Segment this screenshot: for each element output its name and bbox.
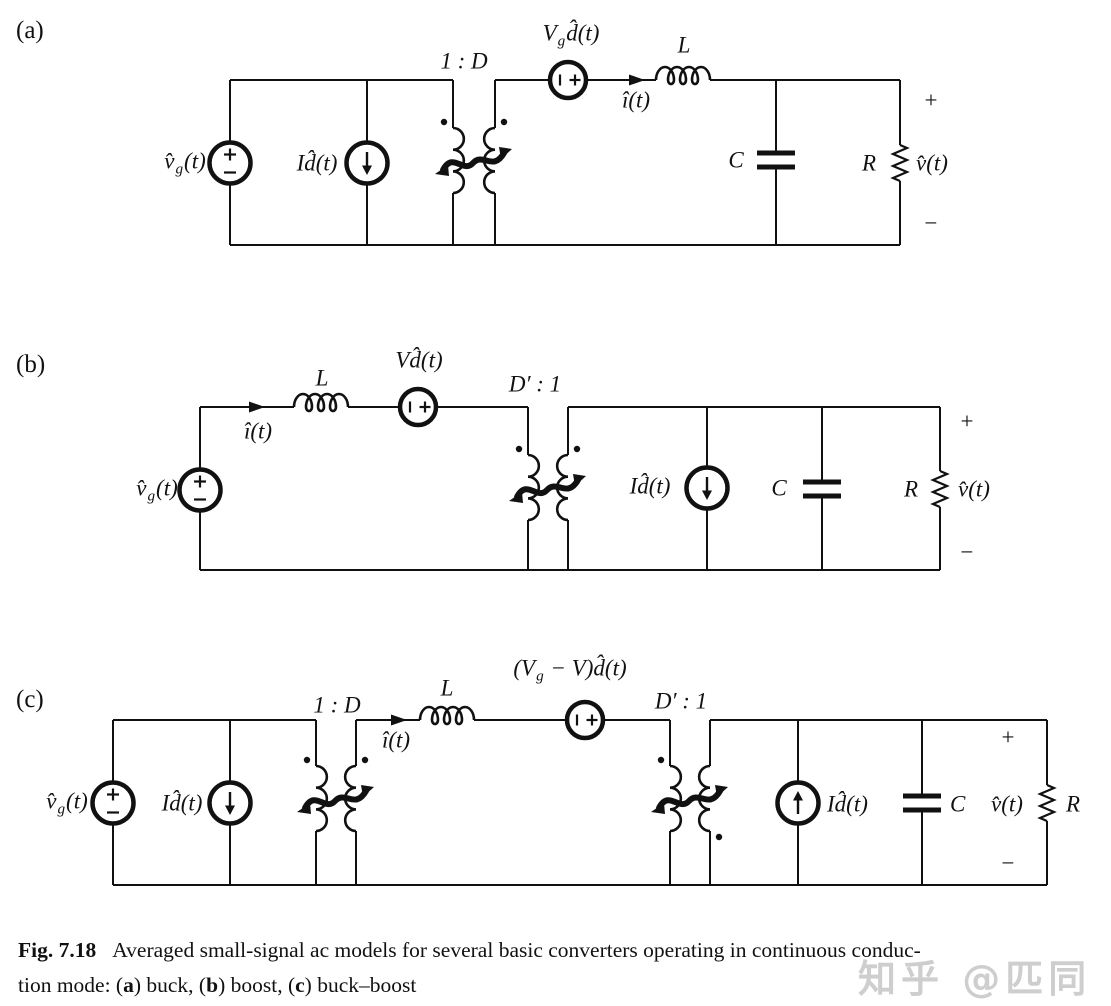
current-arrow-icon [249,401,265,413]
ideal-transformer-wave-icon [297,785,374,814]
circuit-c-wires [112,719,1048,886]
dep-voltage-source-label: Vd̂(t) [395,347,443,373]
winding-polarity-dot [515,445,523,453]
turns-ratio-label: D′ : 1 [508,371,562,397]
caption-bold-b: b [206,973,219,997]
output-plus-sign: + [960,408,974,434]
output-plus-sign: + [924,87,938,113]
current-source-right-label: Id̂(t) [827,791,868,817]
capacitor-label: C [728,147,744,173]
ideal-transformer-wave-icon [435,147,512,176]
winding-polarity-dot [657,756,665,764]
vg-source-label: v̂g(t) [46,788,88,818]
inductor-label: L [315,365,329,391]
dependent-current-source [687,468,728,509]
winding-polarity-dot [715,833,723,841]
output-voltage-label: v̂(t) [958,476,990,502]
dep-voltage-source-label: Vgd̂(t) [542,20,600,50]
resistor-label: R [861,150,877,176]
dep-voltage-source-label: (Vg − V)d̂(t) [513,655,627,685]
inductor-current-label: î(t) [381,727,411,753]
caption-line2-part: tion mode: ( [18,973,124,997]
dependent-current-source [347,143,388,184]
winding-polarity-dot [361,756,369,764]
inductor-current-label: î(t) [243,418,273,444]
output-minus-sign: − [960,539,974,565]
caption-bold-c: c [295,973,305,997]
inductor-symbol [418,705,476,726]
resistor-symbol [1038,783,1056,823]
turns-ratio-label: 1 : D [440,48,488,74]
current-source-label: Id̂(t) [629,473,671,499]
caption-line2-part: ) boost, ( [218,973,296,997]
winding-polarity-dot [573,445,581,453]
circuit-b-graphics [180,389,949,571]
output-voltage-label: v̂(t) [991,791,1023,817]
capacitor-symbol [803,482,841,496]
turns-ratio-1-label: 1 : D [313,692,361,718]
output-minus-sign: − [924,210,938,236]
independent-voltage-source [180,470,221,511]
circuit-a-graphics [210,62,909,246]
vg-source-label: v̂g(t) [164,148,206,178]
current-arrow-icon [629,74,645,86]
circuit-c-graphics [93,702,1056,886]
panel-tag-c: (c) [16,686,44,713]
output-minus-sign: − [1001,850,1015,876]
circuit-b-wires [199,406,941,571]
caption-bold-a: a [123,973,134,997]
dependent-voltage-source [550,62,586,98]
output-voltage-label: v̂(t) [916,150,948,176]
dependent-voltage-source [567,702,603,738]
capacitor-symbol [903,796,941,810]
inductor-label: L [440,675,454,701]
caption-line2-part: ) buck–boost [304,973,417,997]
turns-ratio-2-label: D′ : 1 [654,688,708,714]
capacitor-label: C [950,791,966,817]
inductor-current-label: î(t) [621,87,651,113]
figure-caption: Fig. 7.18 Averaged small-signal ac models… [18,933,1098,1003]
dependent-current-source-up [778,783,819,824]
panel-tag-a: (a) [16,17,44,44]
current-source-left-label: Id̂(t) [161,790,203,816]
output-plus-sign: + [1001,724,1015,750]
figure-number: Fig. 7.18 [18,938,97,962]
dependent-voltage-source [400,389,436,425]
dependent-current-source [210,783,251,824]
caption-line1: Averaged small-signal ac models for seve… [112,938,921,962]
circuit-a-wires [229,79,901,246]
resistor-symbol [891,143,909,183]
winding-polarity-dot [303,756,311,764]
resistor-label: R [1066,791,1081,817]
panel-tag-b: (b) [16,351,46,378]
inductor-symbol [654,65,712,86]
capacitor-symbol [757,153,795,167]
resistor-symbol [931,469,949,509]
current-arrow-icon [391,714,407,726]
inductor-symbol [292,392,350,413]
capacitor-label: C [771,475,787,501]
vg-source-label: v̂g(t) [136,475,178,505]
ideal-transformer-wave-icon [509,474,586,503]
independent-voltage-source [210,143,251,184]
current-source-label: Id̂(t) [296,150,338,176]
caption-line2-part: ) buck, ( [133,973,207,997]
inductor-label: L [677,32,691,58]
ideal-transformer-wave-icon [651,785,728,814]
zhihu-watermark: 知乎 @匹同 [858,957,1092,1001]
independent-voltage-source [93,783,134,824]
resistor-label: R [903,476,919,502]
winding-polarity-dot [440,118,448,126]
winding-polarity-dot [500,118,508,126]
